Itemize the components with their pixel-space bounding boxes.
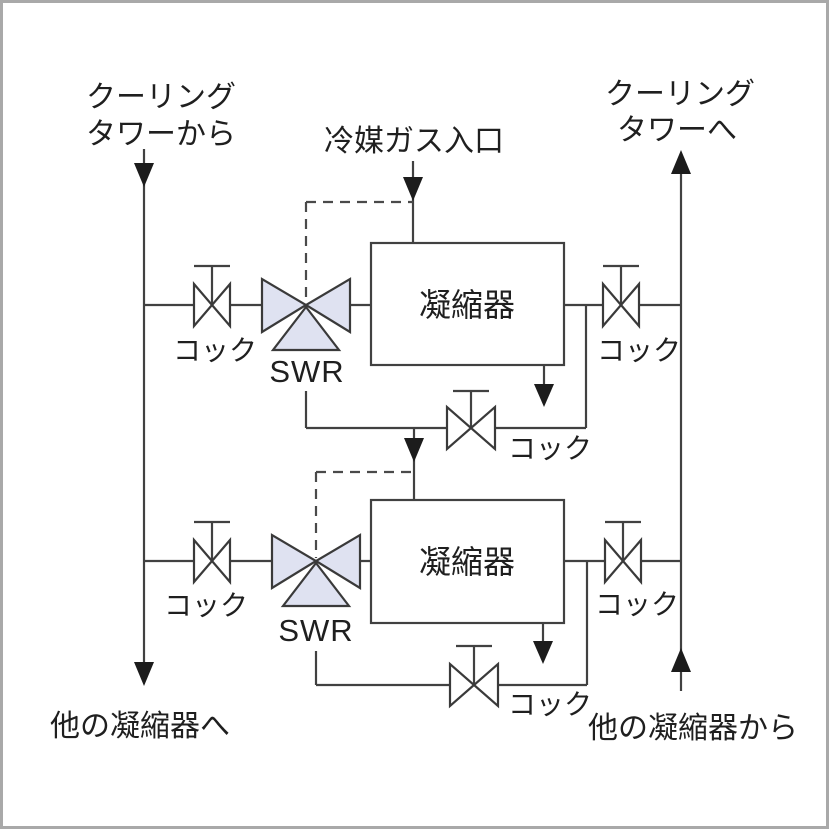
swr-left-triangle (270, 533, 319, 590)
valve-body (448, 661, 476, 709)
cooling-tower-to-label-line2: タワーへ (617, 114, 737, 147)
refrigerant-branch-to-condenser2 (404, 428, 424, 500)
swr2-pilot-line (314, 470, 414, 558)
swr-right-triangle (303, 277, 352, 334)
condenser2-drain (533, 623, 553, 664)
cock-label-row1-middle: コック (508, 433, 592, 464)
valve-body (472, 661, 500, 709)
cooling-tower-from-label-line1: クーリング (86, 81, 236, 114)
condenser2-label: 凝縮器 (419, 544, 515, 580)
cock-label-row2-right: コック (595, 589, 679, 620)
cock-label-row1-left: コック (173, 335, 257, 366)
swr-left-triangle (260, 277, 309, 334)
swr-right-triangle (313, 533, 362, 590)
cock-label-row2-bottom: コック (508, 689, 592, 720)
cock-label-row1-right: コック (597, 335, 681, 366)
valve-body (210, 537, 232, 585)
to-other-condensers-label: 他の凝縮器へ (50, 710, 230, 743)
down-arrow-icon (533, 641, 553, 664)
from-other-condensers-label: 他の凝縮器から (588, 712, 798, 745)
condenser1-drain (534, 365, 554, 407)
swr1-label: SWR (269, 354, 344, 389)
valve-body (619, 281, 641, 329)
valve-body (603, 537, 625, 585)
cock-valve-row1-middle (445, 389, 497, 452)
valve-body (210, 281, 232, 329)
swr-valve-1 (260, 277, 352, 352)
piping-diagram: クーリング タワーから 冷媒ガス入口 クーリング タワーへ 凝縮器 凝縮器 SW… (50, 78, 798, 745)
cooling-water-return-line-right (671, 150, 691, 691)
up-arrow-icon (671, 150, 691, 174)
valve-body (445, 404, 473, 452)
down-arrow-icon (534, 384, 554, 407)
valve-body (601, 281, 623, 329)
swr-valve-2 (270, 533, 362, 608)
cooling-tower-from-label-line2: タワーから (86, 118, 236, 151)
valve-body (192, 537, 214, 585)
cock-valve-row2-bottom (448, 644, 500, 709)
down-arrow-icon (403, 177, 423, 201)
down-arrow-icon (134, 662, 154, 686)
down-arrow-icon (404, 438, 424, 462)
cock-valve-row2-right (603, 520, 643, 585)
valve-body (192, 281, 214, 329)
cock-valve-row1-left (192, 264, 232, 329)
swr2-label: SWR (278, 613, 353, 648)
condenser1-label: 凝縮器 (419, 287, 515, 323)
swr-bottom-triangle (270, 305, 342, 352)
swr-bottom-triangle (280, 561, 352, 608)
cock-label-row2-left: コック (164, 590, 248, 621)
down-arrow-icon (134, 163, 154, 187)
cooling-tower-to-label-line1: クーリング (605, 78, 755, 111)
condenser1-box (369, 241, 566, 367)
valve-body (469, 404, 497, 452)
cooling-water-supply-line-left (134, 149, 154, 686)
cock-valve-row1-right (601, 264, 641, 329)
condenser2-box (369, 498, 566, 625)
cock-valve-row2-left (192, 520, 232, 585)
valve-body (621, 537, 643, 585)
refrigerant-gas-inlet-label: 冷媒ガス入口 (324, 125, 504, 158)
up-arrow-icon (671, 648, 691, 672)
swr1-pilot-line (304, 200, 413, 302)
